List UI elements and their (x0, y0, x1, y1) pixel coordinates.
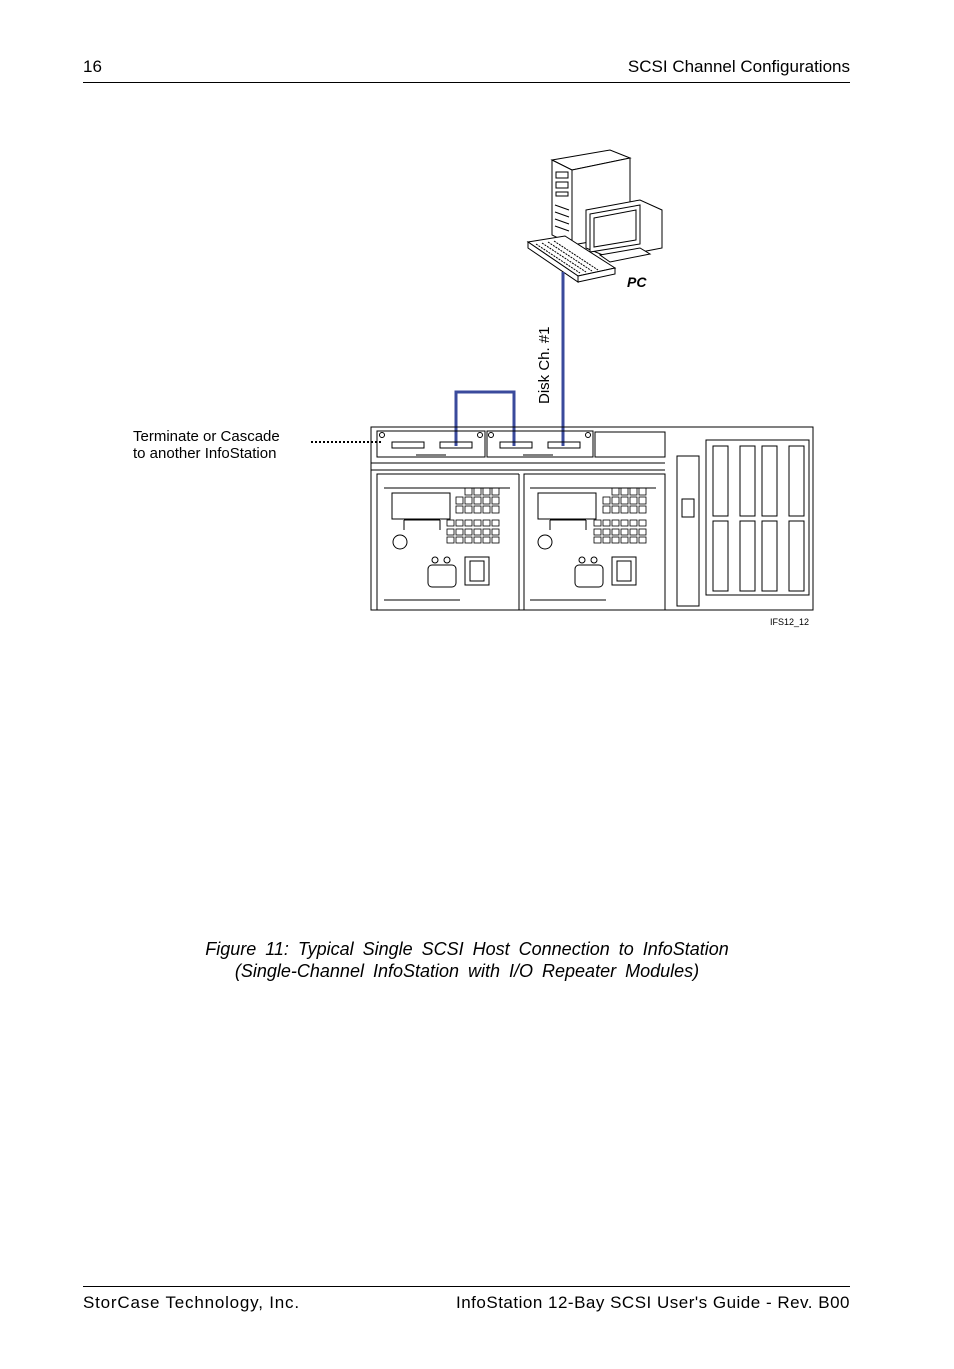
indicator-led (464, 519, 473, 527)
footer-rule (83, 1286, 850, 1287)
indicator-led (446, 528, 455, 536)
header-rule (83, 82, 850, 83)
io-module-right (486, 430, 594, 458)
section-title: SCSI Channel Configurations (627, 57, 850, 76)
indicator-led (473, 505, 482, 514)
cable-label: Disk Ch. #1 (536, 326, 553, 404)
indicator-led (482, 528, 491, 536)
indicator-led (638, 496, 647, 505)
indicator-led (464, 496, 473, 505)
indicator-led (482, 496, 491, 505)
caption-line-2: (Single-Channel InfoStation with I/O Rep… (234, 961, 700, 981)
io-module-left (376, 430, 486, 458)
indicator-led (482, 519, 491, 527)
infostation-chassis (370, 426, 814, 611)
indicator-led (620, 496, 629, 505)
indicator-led (464, 528, 473, 536)
indicator-led (611, 528, 620, 536)
chassis-blank-panel (594, 431, 666, 458)
indicator-led (491, 519, 500, 527)
indicator-led (602, 519, 611, 527)
indicator-led (455, 536, 464, 544)
indicator-led (491, 496, 500, 505)
indicator-led (473, 536, 482, 544)
callout-line-2: to another InfoStation (133, 445, 277, 462)
indicator-led (491, 505, 500, 514)
pc-illustration (526, 149, 663, 283)
connection-diagram: PC Disk Ch. #1 (311, 149, 814, 627)
indicator-led (620, 519, 629, 527)
indicator-led (611, 505, 620, 514)
indicator-led (629, 487, 638, 496)
indicator-led (629, 496, 638, 505)
indicator-led (491, 528, 500, 536)
indicator-led (638, 519, 647, 527)
indicator-led (620, 536, 629, 544)
indicator-led (473, 528, 482, 536)
footer-guide-title: InfoStation 12-Bay SCSI User's Guide - R… (456, 1293, 850, 1312)
indicator-led (446, 536, 455, 544)
indicator-led (611, 496, 620, 505)
indicator-led (446, 519, 455, 527)
indicator-led (629, 536, 638, 544)
callout-line-1: Terminate or Cascade (133, 428, 280, 445)
indicator-led (611, 487, 620, 496)
indicator-led (629, 505, 638, 514)
caption-line-1: Figure 11: Typical Single SCSI Host Conn… (205, 939, 729, 959)
jumper-cable (454, 390, 516, 446)
indicator-led (455, 519, 464, 527)
indicator-led (491, 536, 500, 544)
indicator-led (473, 496, 482, 505)
indicator-led (593, 536, 602, 544)
indicator-led (602, 505, 611, 514)
indicator-led (473, 519, 482, 527)
indicator-led (464, 505, 473, 514)
indicator-led (602, 528, 611, 536)
indicator-led (620, 487, 629, 496)
indicator-led (638, 536, 647, 544)
indicator-led (464, 536, 473, 544)
indicator-led (482, 536, 491, 544)
module-indicator-grid-right (593, 487, 647, 544)
indicator-led (455, 496, 464, 505)
indicator-led (455, 505, 464, 514)
module-indicator-grid-left (446, 487, 500, 544)
indicator-led (620, 505, 629, 514)
indicator-led (482, 487, 491, 496)
indicator-led (482, 505, 491, 514)
figure-id: IFS12_12 (770, 617, 809, 627)
termination-callout: Terminate or Cascade to another InfoStat… (133, 428, 280, 462)
indicator-led (629, 519, 638, 527)
indicator-led (638, 528, 647, 536)
indicator-led (638, 505, 647, 514)
page-number: 16 (83, 57, 102, 76)
footer-company: StorCase Technology, Inc. (83, 1293, 300, 1312)
indicator-led (602, 496, 611, 505)
indicator-led (620, 528, 629, 536)
figure-caption: Figure 11: Typical Single SCSI Host Conn… (0, 938, 934, 982)
indicator-led (602, 536, 611, 544)
pc-label: PC (627, 274, 647, 290)
indicator-led (473, 487, 482, 496)
indicator-led (611, 519, 620, 527)
indicator-led (455, 528, 464, 536)
indicator-led (593, 519, 602, 527)
indicator-led (593, 528, 602, 536)
indicator-led (629, 528, 638, 536)
indicator-led (491, 487, 500, 496)
indicator-led (464, 487, 473, 496)
indicator-led (638, 487, 647, 496)
indicator-led (611, 536, 620, 544)
